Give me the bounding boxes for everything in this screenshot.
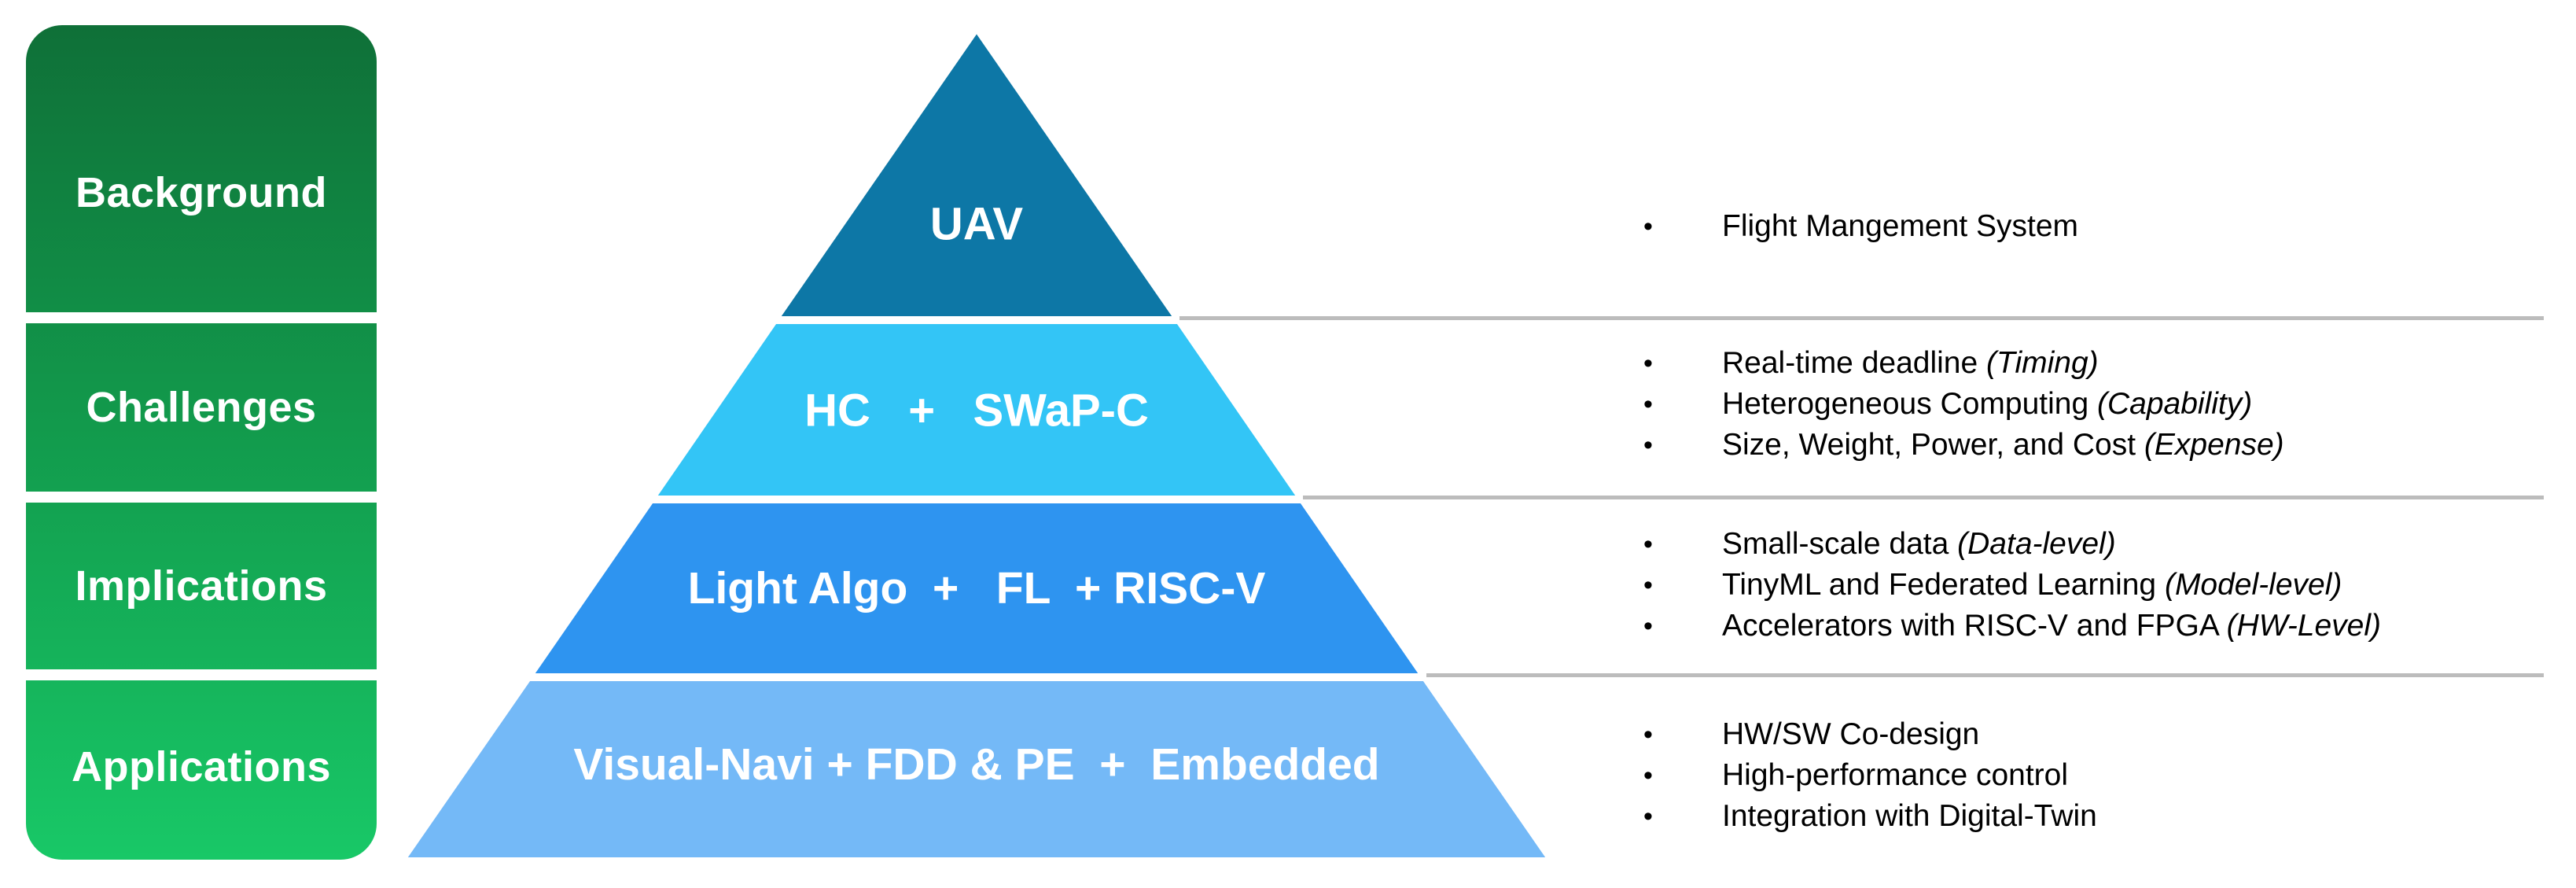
notes-row-implications: • Small-scale data (Data-level) • TinyML…	[1643, 524, 2556, 647]
bullet-icon: •	[1643, 212, 1653, 241]
sidebar-item-applications: Applications	[71, 743, 332, 790]
bullet-item: • Accelerators with RISC-V and FPGA (HW-…	[1643, 606, 2556, 647]
pyramid-tier-4-shape	[402, 678, 1551, 860]
row-divider-line-3	[1426, 673, 2544, 677]
bullet-icon: •	[1643, 348, 1653, 378]
notes-row-challenges: • Real-time deadline (Timing) • Heteroge…	[1643, 343, 2556, 466]
bullet-item: • High-performance control	[1643, 755, 2556, 796]
rail-divider	[23, 312, 380, 323]
pyramid-tier-2-shape	[652, 321, 1301, 499]
bullet-item: • TinyML and Federated Learning (Model-l…	[1643, 565, 2556, 606]
row-divider-line-2	[1303, 496, 2544, 499]
rail-divider	[23, 669, 380, 680]
notes-row-background: • Flight Mangement System	[1643, 206, 2556, 247]
bullet-icon: •	[1643, 529, 1653, 559]
bullet-item: • Small-scale data (Data-level)	[1643, 524, 2556, 565]
pyramid-tier-1-label: UAV	[929, 198, 1024, 250]
bullet-item: • Size, Weight, Power, and Cost (Expense…	[1643, 425, 2556, 466]
pyramid-tier-3-label: Light Algo + FL + RISC-V	[687, 563, 1266, 613]
bullet-icon: •	[1643, 570, 1653, 600]
bullet-icon: •	[1643, 761, 1653, 790]
bullet-icon: •	[1643, 389, 1653, 419]
bullet-icon: •	[1643, 720, 1653, 750]
category-rail: Background Challenges Implications Appli…	[23, 25, 380, 860]
pyramid-tier-3-shape	[529, 500, 1424, 676]
pyramid-tier-2-label: HC + SWaP-C	[804, 385, 1149, 437]
bullet-item: • Flight Mangement System	[1643, 206, 2556, 247]
bullet-icon: •	[1643, 611, 1653, 641]
pyramid-tier-1-shape	[775, 28, 1178, 319]
row-divider-line-1	[1179, 316, 2544, 320]
bullet-item: • HW/SW Co-design	[1643, 714, 2556, 755]
bullet-icon: •	[1643, 801, 1653, 831]
bullet-icon: •	[1643, 430, 1653, 460]
sidebar-item-background: Background	[75, 169, 328, 216]
rail-divider	[23, 492, 380, 503]
sidebar-item-challenges: Challenges	[86, 384, 317, 431]
bullet-item: • Integration with Digital-Twin	[1643, 796, 2556, 837]
bullet-item: • Heterogeneous Computing (Capability)	[1643, 384, 2556, 425]
notes-row-applications: • HW/SW Co-design • High-performance con…	[1643, 714, 2556, 837]
pyramid-tier-4-label: Visual-Navi + FDD & PE + Embedded	[573, 739, 1380, 790]
sidebar-item-implications: Implications	[75, 562, 328, 610]
bullet-item: • Real-time deadline (Timing)	[1643, 343, 2556, 384]
